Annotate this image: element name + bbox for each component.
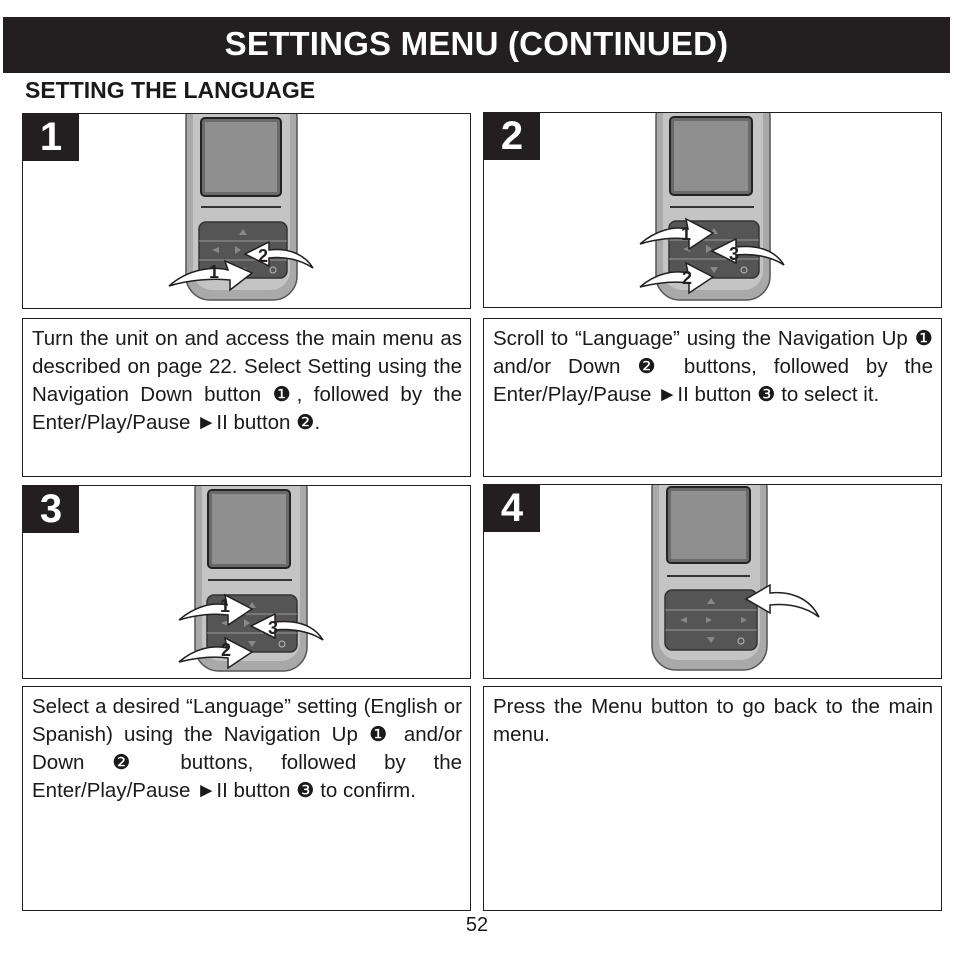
arrows-illustration: 1 2 3 xyxy=(639,217,785,295)
arrow-label: 2 xyxy=(682,268,692,288)
arrow-label: 2 xyxy=(221,640,231,660)
header-bar: SETTINGS MENU (CONTINUED) xyxy=(3,17,950,73)
step-2-text: Scroll to “Language” using the Navigatio… xyxy=(483,318,942,477)
arrow-label: 2 xyxy=(258,246,268,266)
step-4-text: Press the Menu button to go back to the … xyxy=(483,686,942,911)
step-1-text: Turn the unit on and access the main men… xyxy=(22,318,471,477)
arrow-label: 3 xyxy=(268,618,278,638)
step-4-illustration: 4 xyxy=(483,484,942,679)
arrow-label: 1 xyxy=(209,262,219,282)
step-3-illustration: 1 2 3 3 xyxy=(22,485,471,679)
section-title: SETTING THE LANGUAGE xyxy=(25,77,316,103)
arrow-label: 3 xyxy=(729,244,739,264)
step-number-badge: 1 xyxy=(23,114,79,161)
step-number-badge: 2 xyxy=(484,113,540,160)
page-title: SETTINGS MENU (CONTINUED) xyxy=(224,25,729,62)
device-illustration xyxy=(651,485,768,671)
arrow-label: 1 xyxy=(220,596,230,616)
step-1-illustration: 1 2 1 xyxy=(22,113,471,309)
step-number-badge: 4 xyxy=(484,485,540,532)
page-number: 52 xyxy=(465,914,489,936)
arrows-illustration: 1 2 3 xyxy=(178,593,324,670)
step-number-badge: 3 xyxy=(23,486,79,533)
step-3-text: Select a desired “Language” setting (Eng… xyxy=(22,686,471,911)
step-2-illustration: 1 2 3 2 xyxy=(483,112,942,308)
arrow-label: 1 xyxy=(681,224,691,244)
arrows-illustration xyxy=(744,583,820,618)
arrows-illustration: 1 2 xyxy=(168,240,314,292)
